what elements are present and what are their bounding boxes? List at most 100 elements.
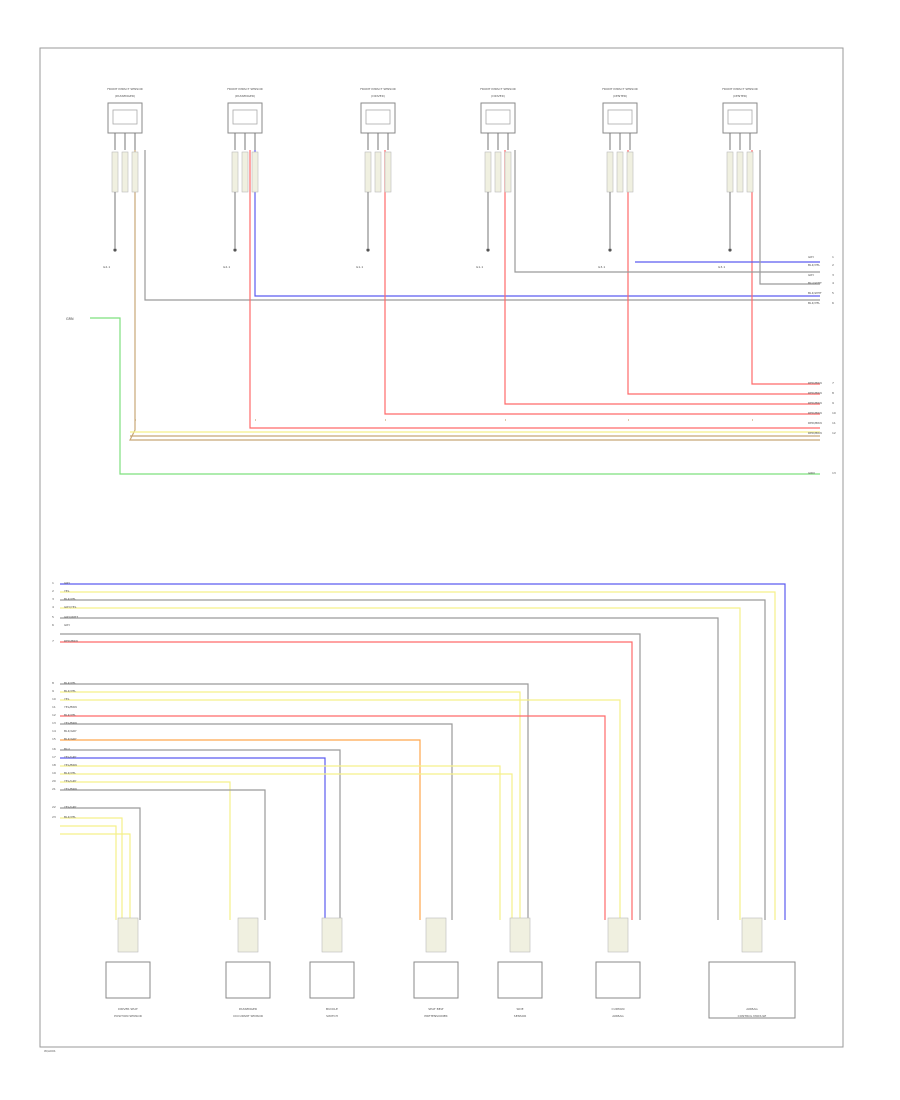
component-body — [708, 961, 796, 1019]
left-pin-number: 5 — [52, 615, 54, 619]
left-wire-label: BLK/YEL — [64, 771, 76, 775]
pin-label-block — [384, 151, 392, 193]
left-pin-number: 3 — [52, 597, 54, 601]
sensor-sublabel: (CENTER) — [613, 94, 627, 98]
left-wire-label: YEL — [64, 697, 70, 701]
right-wire-label: RED/BRN — [808, 391, 822, 395]
impact-sensor: FRONT IMPACT SENSOR(PASSENGER)G2-1 — [223, 87, 263, 269]
left-pin-number: 9 — [52, 689, 54, 693]
bus-wire-gray — [60, 723, 453, 920]
component-body — [105, 961, 151, 999]
left-wire-label: GRY/WHT — [64, 615, 78, 619]
pin-label-block — [251, 151, 259, 193]
left-pin-number: 12 — [52, 713, 56, 717]
pin-label-block — [484, 151, 492, 193]
component-connector — [237, 917, 259, 953]
sensor-label: FRONT IMPACT SENSOR — [602, 87, 638, 91]
component-connector — [741, 917, 763, 953]
power-wire-red — [504, 150, 820, 405]
top-sensors: FRONT IMPACT SENSOR(PASSENGER)G2-1FRONT … — [103, 87, 758, 269]
left-wire-label: GRY — [64, 623, 70, 627]
bus-wire-yellow — [60, 817, 123, 920]
left-wire-label: YEL/BRN — [64, 705, 77, 709]
left-pin-number: 10 — [52, 697, 56, 701]
sensor-sublabel: (DRIVER) — [491, 94, 505, 98]
ground-label: G2-1 — [223, 265, 230, 269]
component-body — [595, 961, 641, 999]
pin-label-block — [736, 151, 744, 193]
left-wire-label: YEL — [64, 589, 70, 593]
ground-point — [486, 248, 490, 252]
left-pin-number: 14 — [52, 729, 56, 733]
sensor-sublabel: (CENTER) — [733, 94, 747, 98]
right-pin-number: 5 — [832, 291, 834, 295]
left-wire-label: YEL/BRN — [64, 763, 77, 767]
left-wire-label: RED/BRN — [64, 639, 78, 643]
ground-label: G1-1 — [356, 265, 363, 269]
left-wire-label: BLK/YEL — [64, 689, 76, 693]
sensor-connector — [485, 109, 511, 125]
left-pin-number: 15 — [52, 737, 56, 741]
component-connector — [509, 917, 531, 953]
ground-label: G3-1 — [718, 265, 725, 269]
left-pin-number: 8 — [52, 681, 54, 685]
sensor-connector — [232, 109, 258, 125]
bus-wire-gray — [60, 807, 141, 920]
bus-wire-yellow — [60, 691, 521, 920]
right-pin-number: 4 — [832, 281, 834, 285]
left-pin-number: 6 — [52, 623, 54, 627]
left-pin-number: 22 — [52, 805, 56, 809]
pin-label-block — [726, 151, 734, 193]
right-pin-number: 7 — [832, 381, 834, 385]
right-wire-label: BLK/WHT — [808, 291, 822, 295]
bus-wire-red — [60, 715, 606, 920]
component-connector — [321, 917, 343, 953]
right-pin-number: 1 — [832, 255, 834, 259]
left-wire-label: YEL/GRY — [64, 805, 77, 809]
bus-wire-yellow — [60, 765, 501, 920]
component-label: PASSENGER — [239, 1007, 257, 1011]
diagram-frame — [39, 47, 844, 1048]
component-sublabel: OCCUPANT SENSOR — [233, 1014, 263, 1018]
right-wire-label: BLU/WHT — [808, 281, 822, 285]
right-wire-label: GRY — [808, 255, 814, 259]
right-pin-number: 6 — [832, 301, 834, 305]
component-label: AIRBAG — [746, 1007, 758, 1011]
ground-point — [113, 248, 117, 252]
pin-label-block — [241, 151, 249, 193]
bottom-component: PASSENGER OCCUPANT SENSOR — [225, 917, 271, 1018]
left-wire-label: GRY/YEL — [64, 605, 77, 609]
right-pin-number: 8 — [832, 391, 834, 395]
right-wire-label: BLK/YEL — [808, 263, 820, 267]
right-pin-number: 11 — [832, 421, 836, 425]
wires — [60, 150, 820, 920]
bus-wire-gray — [60, 683, 529, 920]
component-sublabel: CONTROL MODULE — [738, 1014, 767, 1018]
signal-wire-blue — [254, 150, 820, 297]
pin-label-block — [606, 151, 614, 193]
bottom-component: AIRBAG CONTROL MODULE — [708, 917, 796, 1019]
pin-label-block — [111, 151, 119, 193]
left-wire-label: BLK/YEL — [64, 597, 76, 601]
impact-sensor: FRONT IMPACT SENSOR(CENTER)G3-1 — [598, 87, 638, 269]
right-wire-label: RED/BRN — [808, 401, 822, 405]
ground-point — [608, 248, 612, 252]
sensor-sublabel: (DRIVER) — [371, 94, 385, 98]
bus-wire-yellow — [60, 591, 776, 920]
left-wire-label: BLK/GRY — [64, 729, 77, 733]
component-connector — [117, 917, 139, 953]
component-connector — [425, 917, 447, 953]
component-sublabel: PRETENSIONER — [424, 1014, 447, 1018]
component-sublabel: SENSOR — [514, 1014, 526, 1018]
left-pin-number: 2 — [52, 589, 54, 593]
ground-wire-green — [90, 317, 820, 475]
pin-label-block — [494, 151, 502, 193]
bus-wire-orange — [60, 739, 421, 920]
sensor-sublabel: (PASSENGER) — [115, 94, 135, 98]
left-pin-number: 21 — [52, 787, 56, 791]
right-pin-number: 9 — [832, 401, 834, 405]
bus-wire-gray — [60, 633, 641, 920]
